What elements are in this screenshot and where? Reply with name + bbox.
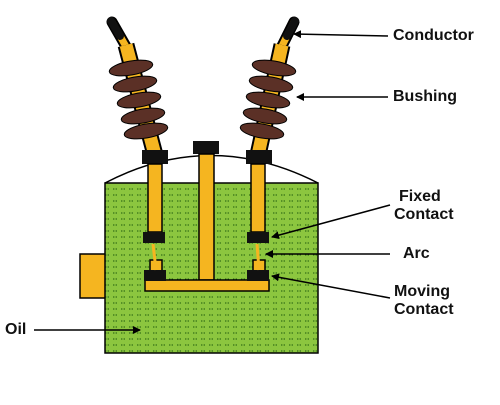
left-fixed-contact xyxy=(143,232,165,243)
left-bushing-shed xyxy=(116,91,162,109)
right-bushing-shed xyxy=(248,75,294,93)
fixed-contact-label-line1: Fixed xyxy=(399,188,441,205)
moving-contact-label-line2: Contact xyxy=(394,301,454,318)
right-moving-contact xyxy=(247,270,269,281)
center-operating-rod xyxy=(198,153,215,281)
right-bushing-shed xyxy=(251,59,297,77)
left-bushing-shed xyxy=(120,107,166,125)
conductor-arrow xyxy=(293,30,389,39)
fixed-contact-label-line2: Contact xyxy=(394,206,454,223)
conductor-label: Conductor xyxy=(393,27,474,44)
moving-contact-arrow xyxy=(271,273,391,299)
center-rod-cap xyxy=(193,141,219,154)
right-bushing xyxy=(239,43,297,164)
moving-contact-label-line1: Moving xyxy=(394,283,450,300)
right-bushing-shed xyxy=(239,122,285,140)
right-conductor-tip xyxy=(283,17,299,40)
left-bushing-shed xyxy=(123,122,169,140)
arc-label: Arc xyxy=(403,245,430,262)
left-bushing-shed xyxy=(112,75,158,93)
right-bushing-collar xyxy=(246,150,272,164)
bushing-label: Bushing xyxy=(393,88,457,105)
moving-contact-bar xyxy=(144,279,270,292)
right-fixed-conductor xyxy=(250,163,266,233)
left-bushing-collar xyxy=(142,150,168,164)
left-moving-contact xyxy=(144,270,166,281)
left-bushing xyxy=(108,42,169,164)
right-fixed-contact xyxy=(247,232,269,243)
fixed-contact-arrow xyxy=(271,204,391,240)
right-arc xyxy=(255,243,261,271)
right-bushing-shed xyxy=(242,107,288,125)
left-conductor-tip xyxy=(107,17,124,40)
right-bushing-shed xyxy=(245,91,291,109)
side-terminal-box xyxy=(79,253,107,299)
left-fixed-conductor xyxy=(147,163,163,233)
left-arc xyxy=(151,243,158,271)
left-bushing-shed xyxy=(108,59,154,77)
oil-label: Oil xyxy=(5,321,27,338)
